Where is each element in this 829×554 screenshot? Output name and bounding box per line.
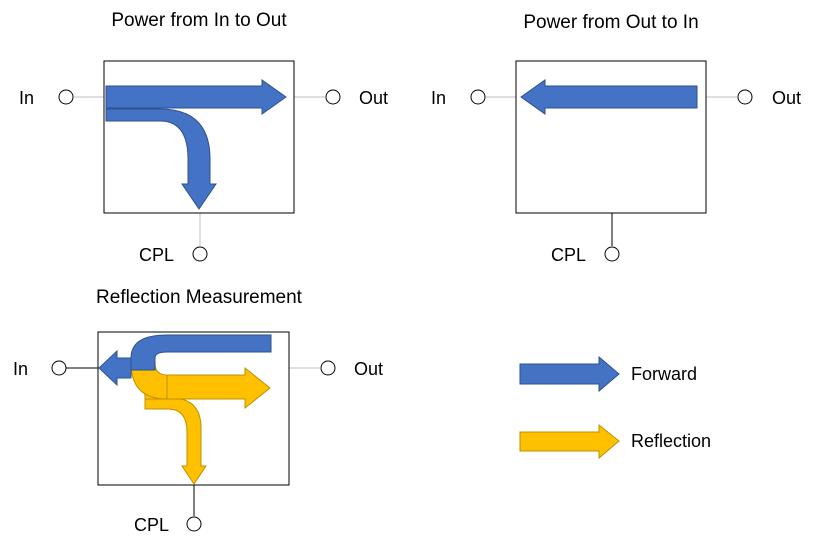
cpl-label: CPL — [134, 515, 169, 535]
out-label: Out — [359, 88, 388, 108]
forward-out-arrow — [98, 349, 132, 387]
out-port — [320, 360, 336, 376]
forward-uturn — [130, 334, 272, 371]
cpl-label: CPL — [551, 245, 586, 265]
in-label: In — [13, 359, 28, 379]
in-label: In — [19, 88, 34, 108]
in-port — [470, 89, 486, 105]
cpl-port — [192, 246, 208, 262]
forward-arrow — [105, 79, 287, 115]
cpl-label: CPL — [139, 245, 174, 265]
legend-reflection-label: Reflection — [631, 431, 711, 451]
diagram-reverse-title: Power from Out to In — [523, 12, 698, 33]
in-port — [58, 89, 74, 105]
legend-forward-label: Forward — [631, 364, 697, 384]
cpl-port — [604, 246, 620, 262]
out-label: Out — [354, 359, 383, 379]
coupled-arrow — [105, 108, 217, 210]
out-label: Out — [772, 88, 801, 108]
legend-reflection-arrow — [519, 423, 620, 460]
in-port — [51, 360, 67, 376]
diagram-reflection: Reflection Measurement In Out CPL — [13, 287, 383, 535]
legend-forward-arrow — [519, 355, 620, 393]
out-port — [737, 89, 753, 105]
out-port — [325, 89, 341, 105]
cpl-port — [186, 516, 202, 532]
diagram-reverse: Power from Out to In In Out CPL — [431, 12, 801, 265]
diagram-forward: Power from In to Out In Out CPL — [19, 10, 388, 265]
legend: Forward Reflection — [519, 355, 711, 460]
reverse-arrow — [520, 79, 698, 115]
in-label: In — [431, 88, 446, 108]
reflection-coupled-arrow — [144, 397, 207, 485]
diagram-forward-title: Power from In to Out — [111, 10, 287, 31]
diagram-reflection-title: Reflection Measurement — [96, 287, 303, 308]
